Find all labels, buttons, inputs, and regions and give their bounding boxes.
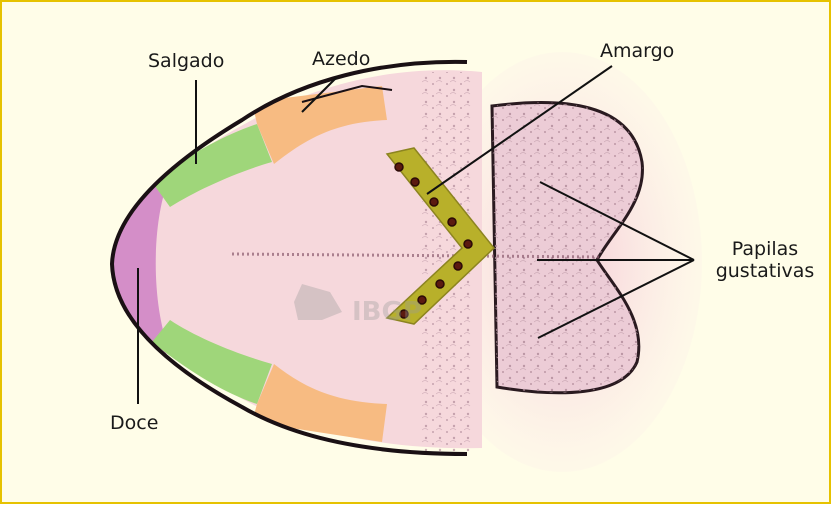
label-doce: Doce	[110, 412, 158, 434]
label-papilas-line1: Papilas	[710, 238, 820, 260]
watermark-text: IBGP	[352, 297, 422, 327]
label-papilas-line2: gustativas	[710, 260, 820, 282]
label-salgado: Salgado	[148, 50, 224, 72]
label-amargo: Amargo	[600, 40, 674, 62]
label-azedo: Azedo	[312, 48, 370, 70]
label-papilas-gustativas: Papilas gustativas	[710, 238, 820, 282]
